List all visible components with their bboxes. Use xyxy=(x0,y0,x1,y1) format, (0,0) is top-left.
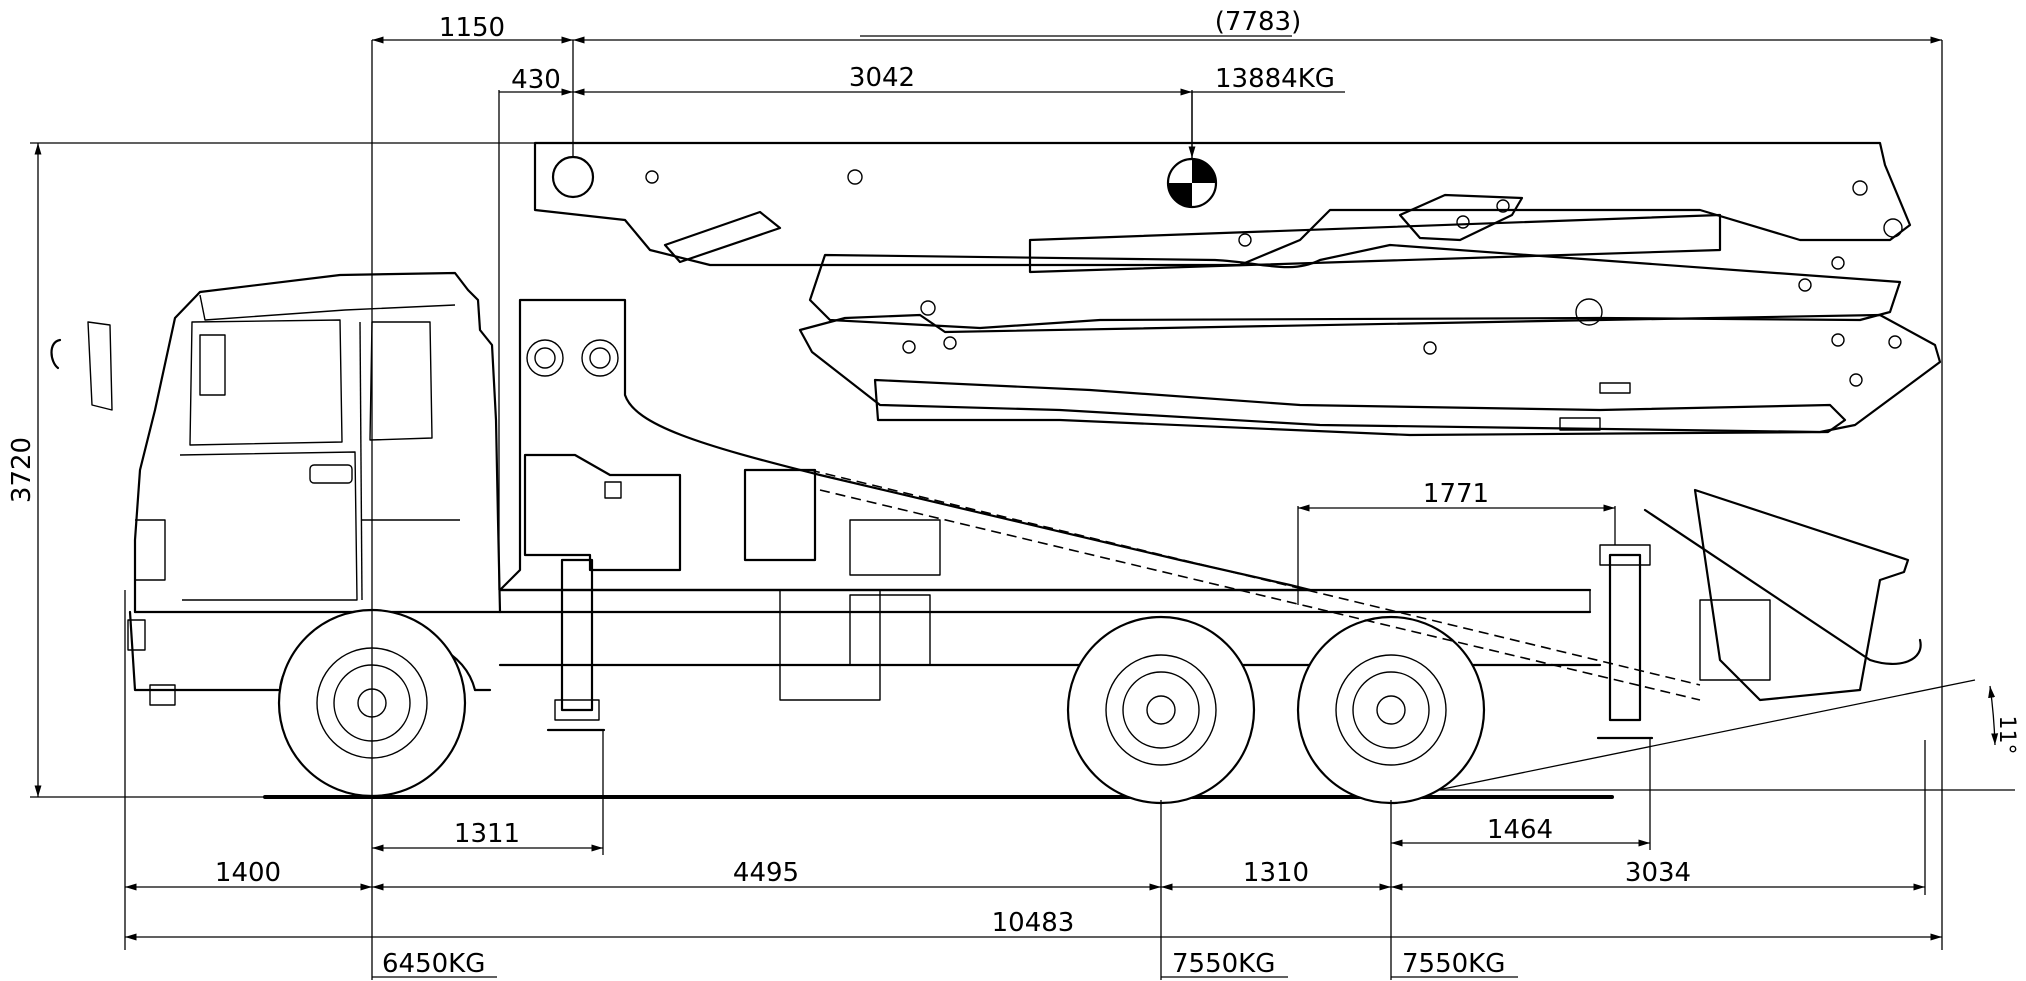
boom-turret xyxy=(498,298,1312,592)
boom-section-3 xyxy=(798,313,1942,434)
rear-outrigger xyxy=(1596,544,1654,740)
dim-pivot-offset: 430 xyxy=(511,65,561,95)
rear-wheel-1 xyxy=(1066,615,1256,805)
rear-axle-1-load: 7550KG xyxy=(1172,949,1275,979)
dim-front-outrigger: 1311 xyxy=(454,819,520,849)
dim-tandem-spacing: 1310 xyxy=(1243,858,1309,888)
dimension-lines xyxy=(30,35,2015,980)
dim-height: 3720 xyxy=(7,437,37,503)
dim-pivot-to-cog: 3042 xyxy=(849,63,915,93)
boom-cylinder xyxy=(663,210,1722,274)
front-axle-load: 6450KG xyxy=(382,949,485,979)
rear-axle-2-load: 7550KG xyxy=(1402,949,1505,979)
boom-weight-label: 13884KG xyxy=(1215,64,1335,94)
dim-front-overhang: 1400 xyxy=(215,858,281,888)
dim-rear-overhang: 3034 xyxy=(1625,858,1691,888)
front-outrigger xyxy=(546,558,606,732)
dim-overall-length: 10483 xyxy=(992,908,1075,938)
center-of-gravity-symbol xyxy=(1166,157,1218,209)
departure-angle-label: 11° xyxy=(1994,716,2019,755)
boom-section-4 xyxy=(873,378,1847,437)
dim-top-overall: (7783) xyxy=(1215,7,1301,37)
boom-section-2 xyxy=(808,193,1902,330)
dim-rear-outrigger: 1464 xyxy=(1487,815,1553,845)
dim-rear-outrigger-span: 1771 xyxy=(1423,479,1489,509)
dim-cab-to-pivot: 1150 xyxy=(439,13,505,43)
dim-wheelbase: 4495 xyxy=(733,858,799,888)
boom-section-1 xyxy=(533,141,1912,267)
rear-wheel-2 xyxy=(1296,615,1486,805)
